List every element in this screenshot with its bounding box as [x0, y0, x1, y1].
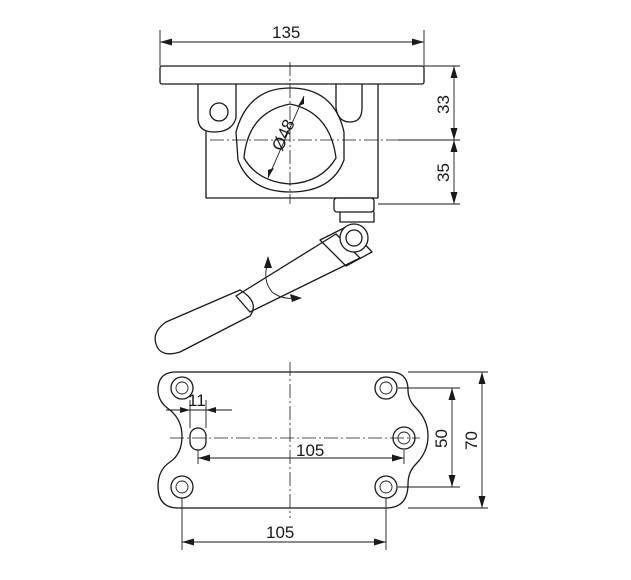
pivot-pin-inner: [345, 229, 363, 247]
dim-135: 135: [159, 23, 425, 66]
hole-bottom-left-inner: [175, 480, 189, 494]
hole-top-left-inner: [175, 381, 189, 395]
hole-bottom-right: [374, 475, 398, 499]
dim-70: 70: [408, 371, 488, 509]
dim-11: 11: [166, 391, 232, 428]
left-ear-hole: [209, 102, 229, 122]
pivot-bracket: [339, 211, 375, 223]
dim-35-label: 35: [434, 163, 453, 182]
rotation-arrowhead-bottom: [290, 294, 302, 302]
pivot-pin: [339, 223, 369, 253]
clamp-inner-ring: [243, 103, 337, 185]
dim-70-label: 70: [462, 431, 481, 450]
base-plate-view: [157, 362, 429, 518]
hole-bottom-left: [170, 475, 194, 499]
dim-vertical-33-35: 33 35: [378, 65, 460, 205]
lever-link: [319, 225, 373, 267]
diameter-leader: [267, 95, 305, 179]
lower-lug: [333, 197, 375, 213]
lever-handle: [154, 211, 375, 355]
clamp-body: [205, 83, 379, 199]
dim-105-slots-label: 105: [296, 441, 324, 460]
dim-50: 50: [398, 387, 460, 488]
dim-11-label: 11: [188, 391, 206, 410]
lever-arm: [235, 233, 361, 313]
diameter-arrow-top: [298, 96, 304, 106]
clamp-ring: [235, 87, 345, 193]
hole-top-left: [170, 376, 194, 400]
dim-105-slots: 105: [197, 441, 405, 464]
left-ear: [197, 83, 237, 133]
right-ear: [335, 83, 363, 123]
dim-135-label: 135: [272, 23, 300, 42]
clamp-side-view: Ø48: [159, 62, 425, 213]
slot-left: [189, 427, 207, 451]
rotation-arrowhead-top: [264, 256, 272, 268]
rotation-arrow: [265, 261, 299, 299]
mounting-plate: [159, 65, 425, 85]
lever-grip: [154, 289, 254, 355]
hole-bottom-right-inner: [379, 480, 393, 494]
dim-105-holes: 105: [181, 498, 387, 550]
dim-33-label: 33: [434, 95, 453, 114]
diameter-label: Ø48: [268, 117, 298, 154]
diameter-arrow-bottom: [268, 168, 274, 178]
dim-50-label: 50: [432, 429, 451, 448]
hole-top-right-inner: [379, 381, 393, 395]
hole-top-right: [374, 376, 398, 400]
dim-105-holes-label: 105: [266, 523, 294, 542]
